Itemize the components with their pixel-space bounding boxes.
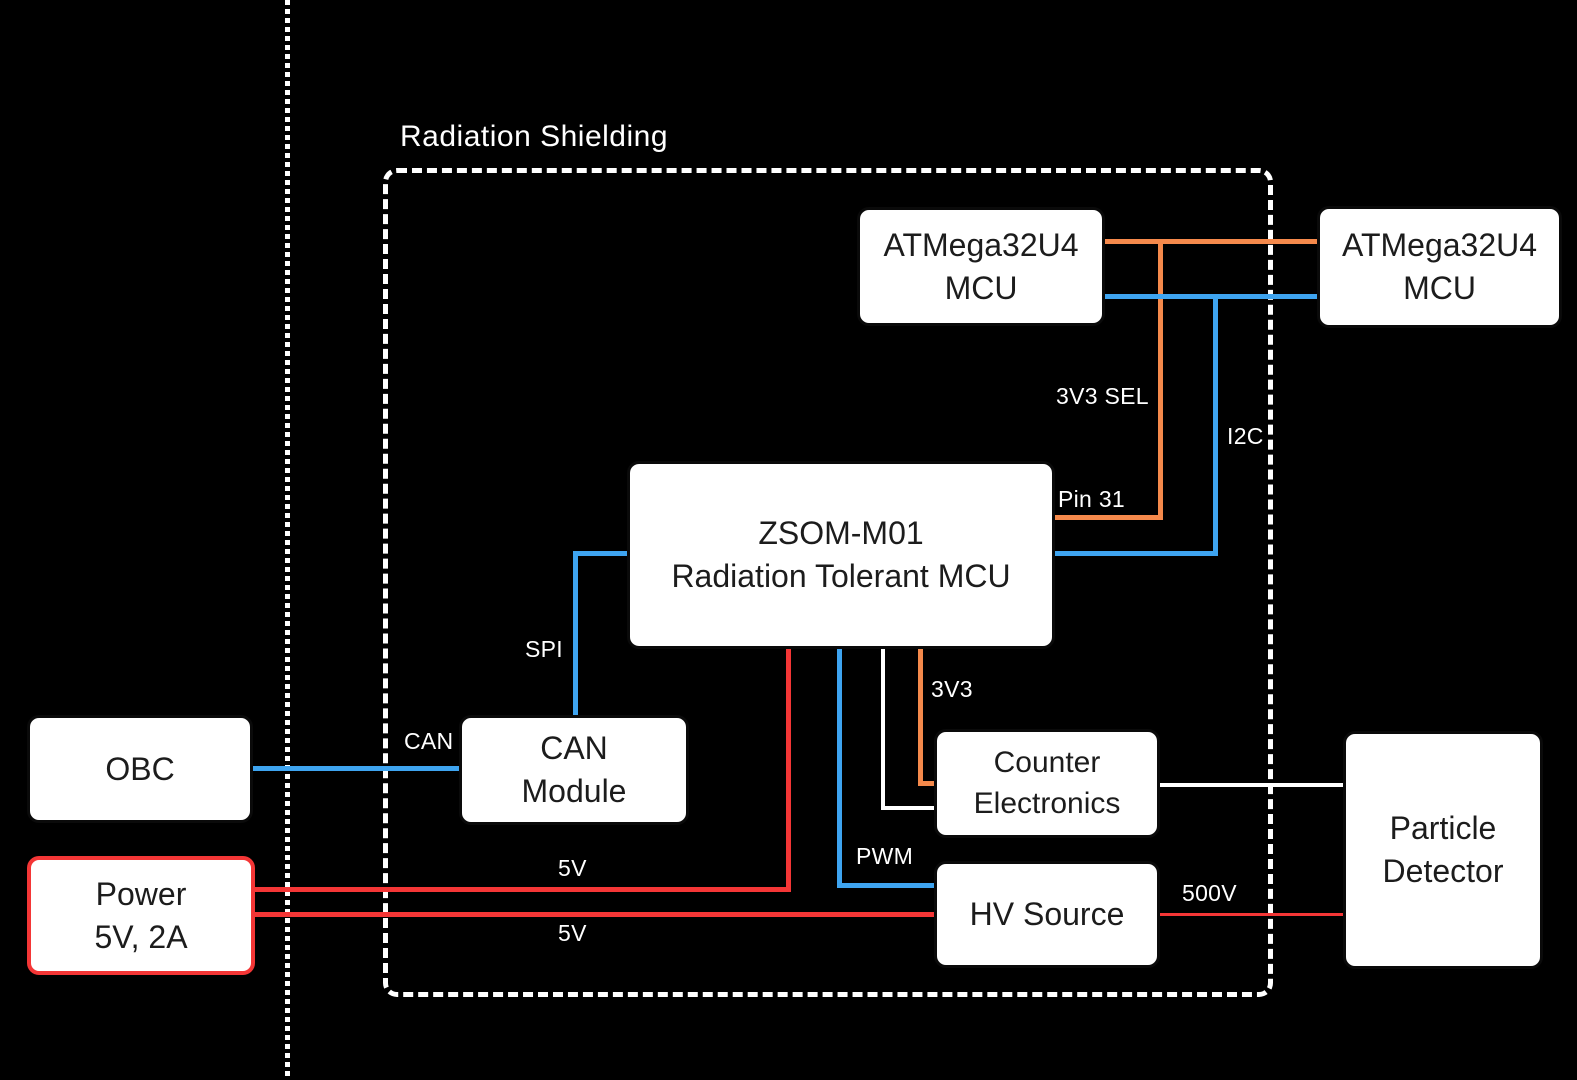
conn-counter-signal-horizontal xyxy=(881,806,937,810)
conn-3v3sel-vertical xyxy=(1158,239,1163,520)
block-can-module-line2: Module xyxy=(521,773,627,809)
conn-5v-top-horizontal xyxy=(251,887,791,892)
block-can-module-line1: CAN xyxy=(540,730,608,767)
label-3v3: 3V3 xyxy=(931,676,973,702)
block-atmega-external-line1: ATMega32U4 xyxy=(1341,227,1538,264)
block-can-module: CAN Module xyxy=(459,715,689,825)
block-atmega-external-line2: MCU xyxy=(1403,270,1476,306)
label-pin31: Pin 31 xyxy=(1058,486,1126,512)
label-500v: 500V xyxy=(1182,880,1237,906)
conn-pwm-vertical xyxy=(837,647,842,888)
block-atmega-internal: ATMega32U4 MCU xyxy=(857,207,1105,326)
block-atmega-internal-line2: MCU xyxy=(944,269,1018,306)
block-counter-electronics: Counter Electronics xyxy=(934,729,1160,838)
conn-i2c-vertical xyxy=(1213,294,1218,556)
conn-i2c-horizontal-top xyxy=(1105,294,1318,299)
radiation-shielding-boundary xyxy=(383,168,1273,997)
block-atmega-internal-line1: ATMega32U4 xyxy=(883,226,1079,263)
conn-can-horizontal xyxy=(251,766,463,771)
conn-spi-vertical xyxy=(573,551,578,717)
conn-500v-horizontal xyxy=(1158,913,1345,916)
block-zsom-line2: Radiation Tolerant MCU xyxy=(671,558,1011,594)
conn-5v-bottom-horizontal xyxy=(251,912,937,917)
conn-detector-signal-horizontal xyxy=(1158,783,1345,787)
block-obc: OBC xyxy=(27,715,253,823)
conn-pin31-horizontal xyxy=(1053,515,1163,520)
block-zsom-line1: ZSOM-M01 xyxy=(758,515,924,552)
block-power-line2: 5V, 2A xyxy=(94,918,188,955)
block-particle-detector-line1: Particle xyxy=(1389,810,1497,847)
block-hv-source: HV Source xyxy=(934,861,1160,968)
block-particle-detector-line2: Detector xyxy=(1382,853,1504,889)
conn-3v3-horizontal xyxy=(918,781,937,786)
conn-i2c-horizontal-bottom xyxy=(1053,551,1218,556)
block-power: Power 5V, 2A xyxy=(27,856,255,975)
dotted-boundary-line xyxy=(285,0,290,1080)
block-counter-line2: Electronics xyxy=(973,786,1121,820)
label-pwm: PWM xyxy=(856,843,914,869)
conn-5v-vertical xyxy=(786,647,791,892)
conn-3v3-vertical xyxy=(918,647,923,786)
block-particle-detector: Particle Detector xyxy=(1343,731,1543,969)
label-spi: SPI xyxy=(525,636,563,662)
conn-counter-signal-vertical xyxy=(881,647,885,810)
block-counter-line1: Counter xyxy=(993,746,1101,780)
block-atmega-external: ATMega32U4 MCU xyxy=(1317,206,1562,328)
label-i2c: I2C xyxy=(1227,423,1264,449)
block-obc-line1: OBC xyxy=(105,750,175,787)
label-5v-top: 5V xyxy=(558,855,587,881)
label-5v-bottom: 5V xyxy=(558,920,587,946)
conn-spi-horizontal xyxy=(573,551,629,556)
label-can: CAN xyxy=(404,728,454,754)
label-3v3-sel: 3V3 SEL xyxy=(1056,383,1149,409)
conn-3v3sel-horizontal xyxy=(1105,239,1318,244)
radiation-shielding-title: Radiation Shielding xyxy=(400,120,669,153)
block-power-line1: Power xyxy=(95,875,187,912)
conn-pwm-horizontal xyxy=(837,883,937,888)
block-hv-source-line1: HV Source xyxy=(969,896,1125,933)
block-zsom: ZSOM-M01 Radiation Tolerant MCU xyxy=(627,461,1055,649)
